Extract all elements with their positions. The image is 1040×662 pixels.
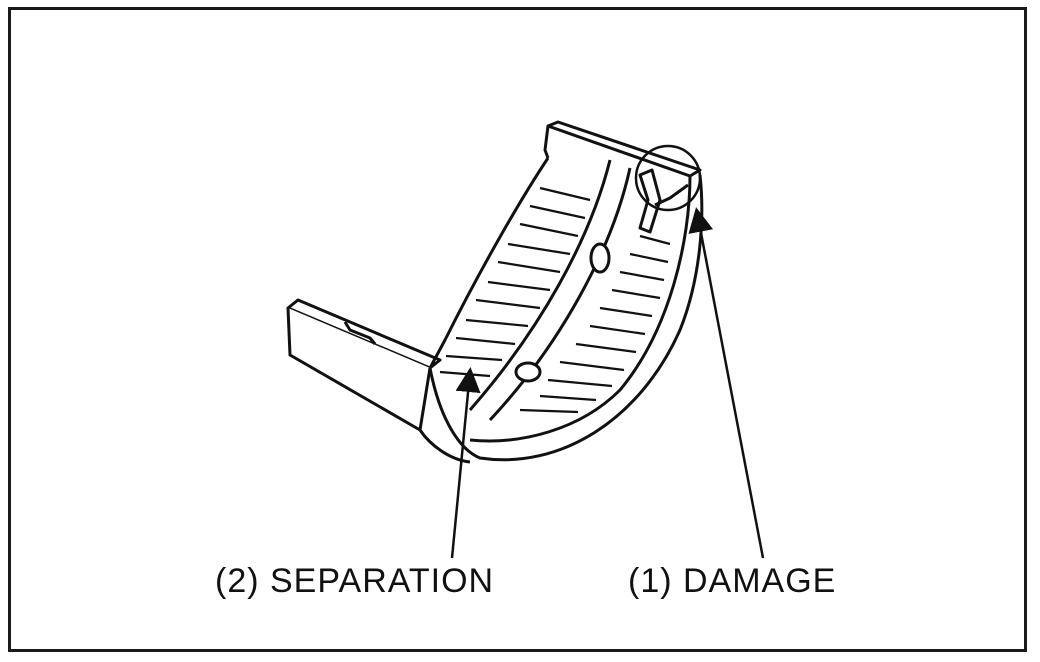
- lining-hatching: [439, 186, 671, 414]
- figure-frame: [8, 7, 1027, 652]
- separation-arrow: [450, 367, 481, 559]
- separation-label: (2) SEPARATION: [215, 562, 495, 600]
- damage-label: (1) DAMAGE: [628, 562, 837, 600]
- bearing-shell: [286, 120, 704, 464]
- damage-arrow: [688, 207, 765, 559]
- damage-circle: [634, 144, 702, 212]
